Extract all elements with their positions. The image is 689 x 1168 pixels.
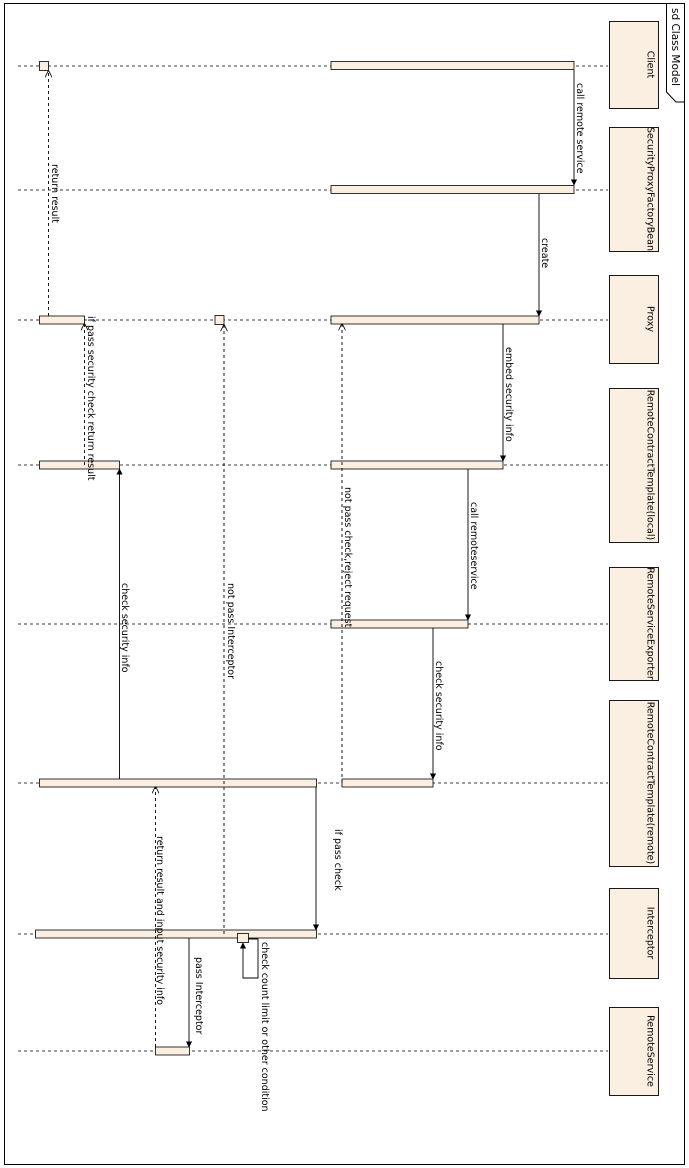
participant-name: Client	[645, 51, 656, 79]
participant-name: RemoteContractTemplate(local)	[645, 390, 656, 540]
frame-title-tab	[666, 3, 685, 103]
activation-exporter	[330, 619, 469, 629]
label-pass-interceptor: pass Interceptor	[193, 957, 204, 1034]
participant-box	[609, 388, 659, 543]
label-embed-security-info: embed security info	[503, 347, 514, 442]
participant-box	[609, 127, 659, 252]
participant-client: Client	[609, 21, 659, 109]
label-return-result: return result	[49, 164, 60, 223]
participant-securityproxyfactorybean: SecurityProxyFactoryBean	[609, 127, 659, 252]
participant-box	[609, 700, 659, 867]
activation-proxy-2	[214, 315, 225, 325]
participant-remotecontracttemplate-remote: RemoteContractTemplate(remote)	[609, 700, 659, 867]
activation-interceptor-2	[237, 933, 249, 943]
participants: ClientSecurityProxyFactoryBeanProxyRemot…	[609, 21, 659, 1096]
label-check-count-limit: check count limit or other condition	[259, 942, 270, 1112]
participant-name: Proxy	[645, 306, 656, 332]
activation-proxy-1	[330, 315, 540, 325]
label-check-security-info-2: check security info	[119, 583, 130, 673]
label-not-pass-check: not pass check,reject request	[342, 487, 353, 628]
label-call-remoteservice: call remoteservice	[468, 502, 479, 590]
participant-box	[609, 1007, 659, 1096]
participant-interceptor: Interceptor	[609, 888, 659, 979]
participant-name: SecurityProxyFactoryBean	[645, 127, 656, 251]
activation-rct-remote-1	[341, 778, 434, 788]
activation-rct-local-2	[39, 460, 120, 470]
participant-remoteserviceexporter: RemoteServiceExporter	[609, 567, 659, 681]
frame-title: sd Class Model	[669, 8, 681, 86]
participant-box	[609, 275, 659, 364]
participant-name: RemoteService	[645, 1015, 656, 1087]
return-messages	[49, 71, 343, 1047]
activation-client-1	[330, 61, 575, 70]
participant-box	[609, 888, 659, 979]
activation-remoteservice	[155, 1046, 190, 1056]
activation-proxy-3	[39, 315, 85, 325]
participant-box	[609, 567, 659, 681]
message-labels: call remote service create embed securit…	[49, 83, 585, 1112]
messages	[116, 70, 578, 1048]
activations	[35, 61, 575, 1056]
label-return-result-and-input: return result and input security info	[154, 836, 165, 1005]
participant-proxy: Proxy	[609, 275, 659, 364]
participant-name: RemoteServiceExporter	[645, 567, 656, 680]
participant-name: RemoteContractTemplate(remote)	[645, 702, 656, 864]
activation-client-2	[39, 61, 49, 71]
label-if-pass-check: if pass check	[332, 829, 343, 891]
label-call-remote-service: call remote service	[574, 83, 585, 174]
label-create: create	[539, 238, 550, 268]
participant-name: Interceptor	[645, 907, 656, 960]
activation-rct-local-1	[330, 460, 504, 470]
diagram-frame	[4, 3, 685, 1165]
activation-securityproxyfactorybean	[330, 185, 575, 194]
participant-remoteservice: RemoteService	[609, 1007, 659, 1096]
activation-rct-remote-2	[39, 778, 317, 788]
label-check-security-info: check security info	[433, 661, 444, 751]
message-check-count-limit	[239, 938, 259, 979]
participant-box	[609, 21, 659, 109]
label-not-pass-interceptor: not pass Interceptor	[225, 583, 236, 679]
label-if-pass-security-check: if pass security check return result	[85, 316, 96, 481]
participant-remotecontracttemplate-local: RemoteContractTemplate(local)	[609, 388, 659, 543]
activation-interceptor-1	[35, 929, 317, 939]
